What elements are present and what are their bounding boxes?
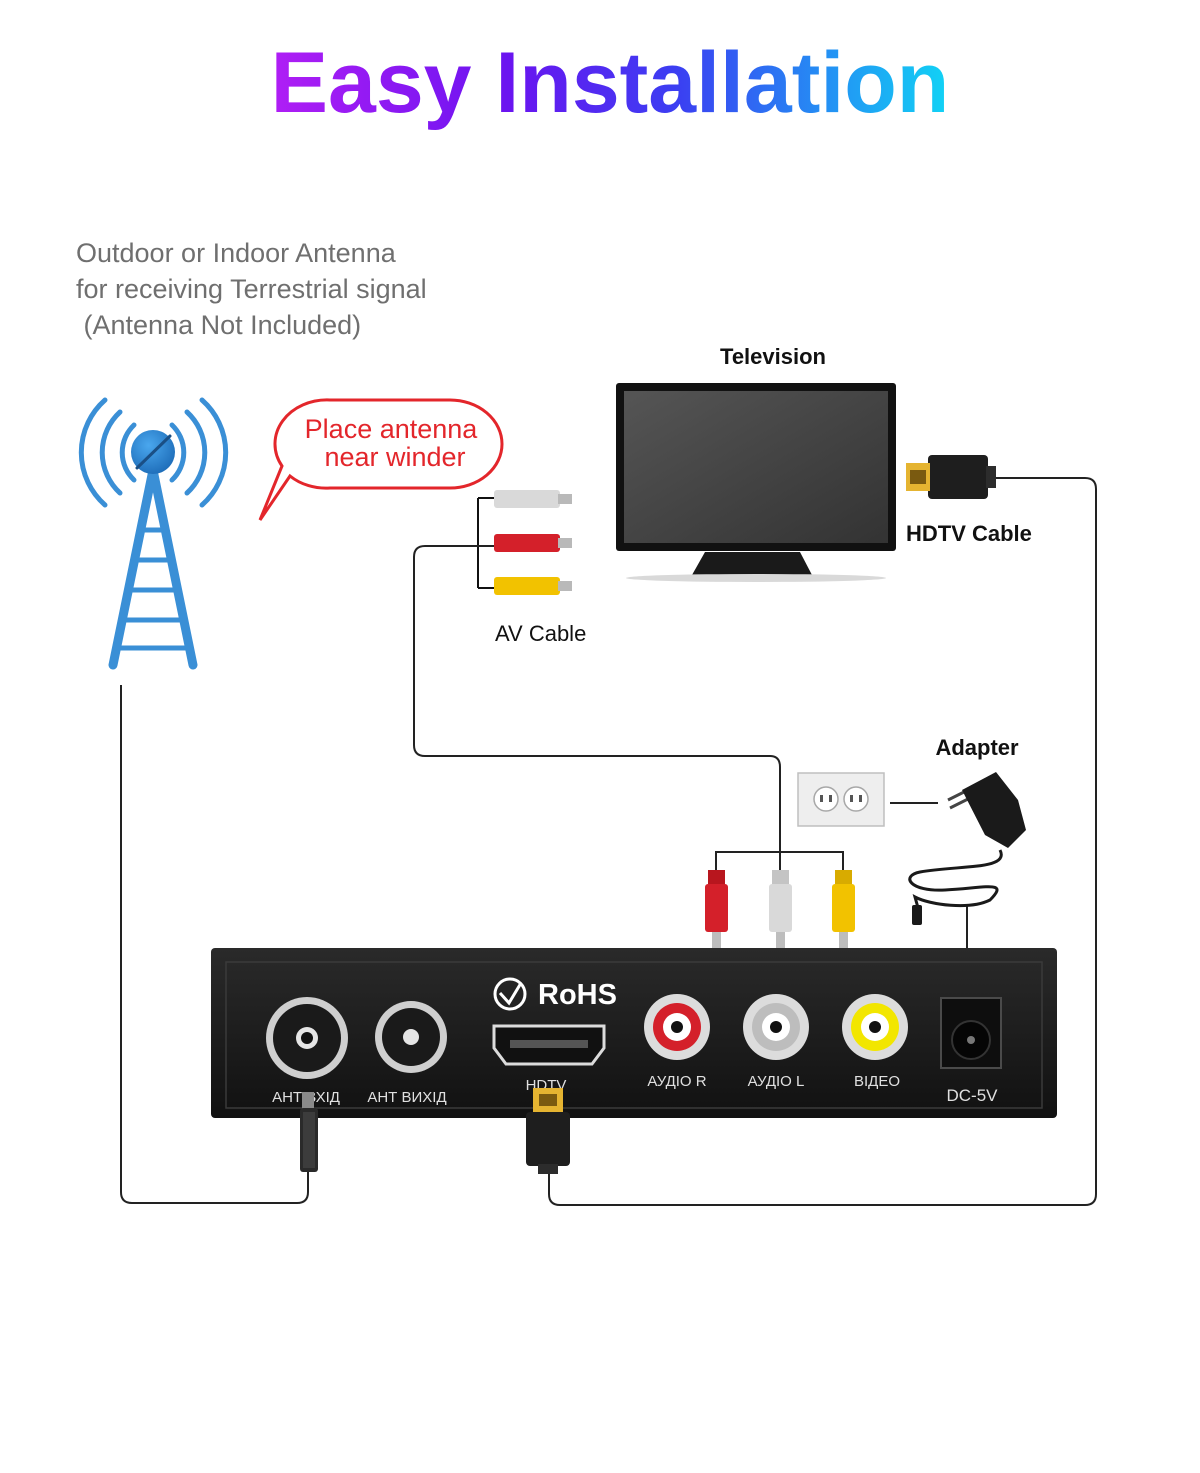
ant-out-port [375,1001,447,1073]
av-split-wire [715,851,844,870]
audio-r-label: АУДІО R [647,1073,706,1090]
video-port [842,994,908,1060]
av-plug-white-receiver [769,870,792,948]
hdmi-plug-tv [906,455,996,499]
audio-l-port [743,994,809,1060]
av-cable-wire [413,545,781,870]
hdtv-cable-label: HDTV Cable [906,521,1032,546]
page-title: Easy Installation [271,35,950,131]
antenna-note-line-3: (Antenna Not Included) [76,310,361,340]
av-plug-yellow-receiver [832,870,855,948]
antenna-note-line-2: for receiving Terrestrial signal [76,274,427,304]
television-label: Television [720,344,826,369]
power-adapter-icon [908,772,1026,925]
hdmi-port [492,1024,606,1066]
hdmi-cable-wire [548,477,1097,1206]
wall-outlet-icon [797,772,885,827]
av-plug-red-receiver [705,870,728,948]
ant-out-label: АНТ ВИХІД [367,1089,446,1106]
antenna-tip-bubble: Place antenna near winder [258,398,504,521]
antenna-coax-plug [300,1092,318,1172]
antenna-tower-icon [78,397,229,670]
connection-wires [120,477,1097,1206]
television-icon [616,383,896,582]
audio-l-label: АУДІО L [748,1073,805,1090]
receiver-box: RoHS АНТ ВХІД АНТ ВИХІД HDTV [211,948,1057,1118]
av-plug-yellow [494,577,572,595]
antenna-note: Outdoor or Indoor Antenna for receiving … [76,238,427,340]
bubble-line-1: Place antenna [305,414,479,444]
antenna-note-line-1: Outdoor or Indoor Antenna [76,238,397,268]
bubble-line-2: near winder [324,442,465,472]
rohs-logo: RoHS [493,977,617,1011]
antenna-cable-wire [120,685,309,1204]
adapter-label: Adapter [935,735,1019,760]
av-plug-red [494,534,572,552]
ant-in-port [266,997,348,1079]
av-cable-plugs [477,490,572,595]
audio-r-port [644,994,710,1060]
av-plug-white [494,490,572,508]
av-cable-label: AV Cable [495,621,586,646]
hdmi-plug-receiver [526,1088,570,1174]
dc-port [940,997,1002,1069]
dc-label: DC-5V [946,1086,998,1105]
video-label: ВІДЕО [854,1073,900,1090]
rohs-text: RoHS [538,979,617,1011]
av-plugs-receiver [705,870,855,948]
